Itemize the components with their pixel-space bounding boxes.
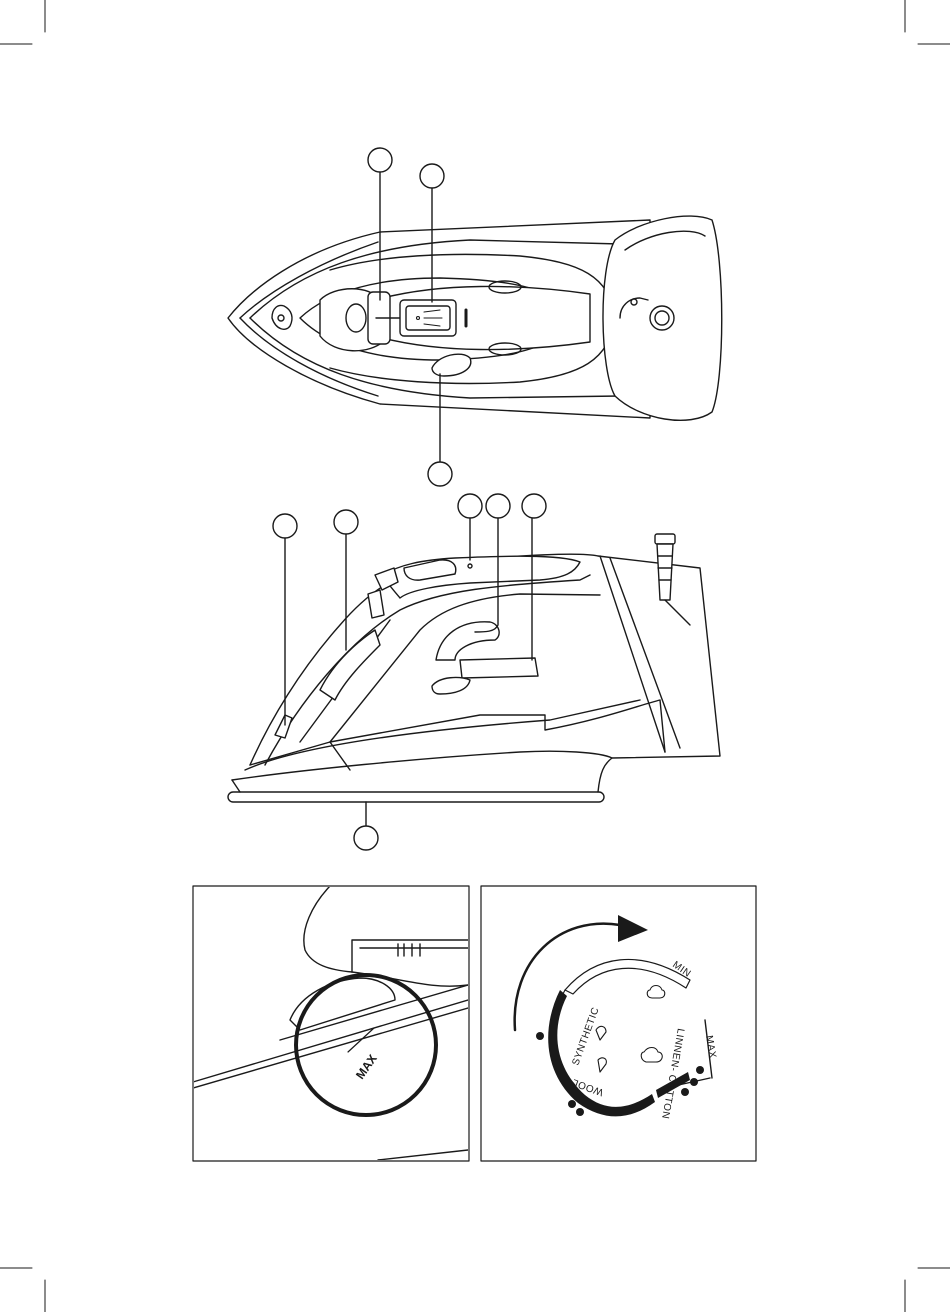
callout-circle [428,462,452,486]
callout-circle [486,494,510,518]
dial-label-max: MAX [703,1035,718,1060]
max-fill-panel: MAX [193,886,469,1161]
callout-circle [354,826,378,850]
dial-label-linnen-cotton: LINNEN- COTTON [659,1027,686,1119]
callout-circle [273,514,297,538]
temperature-dial-panel: MIN SYNTHETIC WOOL LINNEN- COTTON MAX [481,886,756,1161]
iron-top-view [228,148,722,486]
max-fill-label: MAX [353,1052,380,1082]
dial-label-synthetic: SYNTHETIC [570,1006,601,1067]
dial-label-min: MIN [670,959,693,979]
callout-circle [522,494,546,518]
callout-circle [458,494,482,518]
callout-circle [334,510,358,534]
rotation-arrow-icon [618,915,648,942]
callout-circle [368,148,392,172]
iron-side-view [228,494,720,850]
steam-icon [596,986,665,1073]
callout-circle [420,164,444,188]
